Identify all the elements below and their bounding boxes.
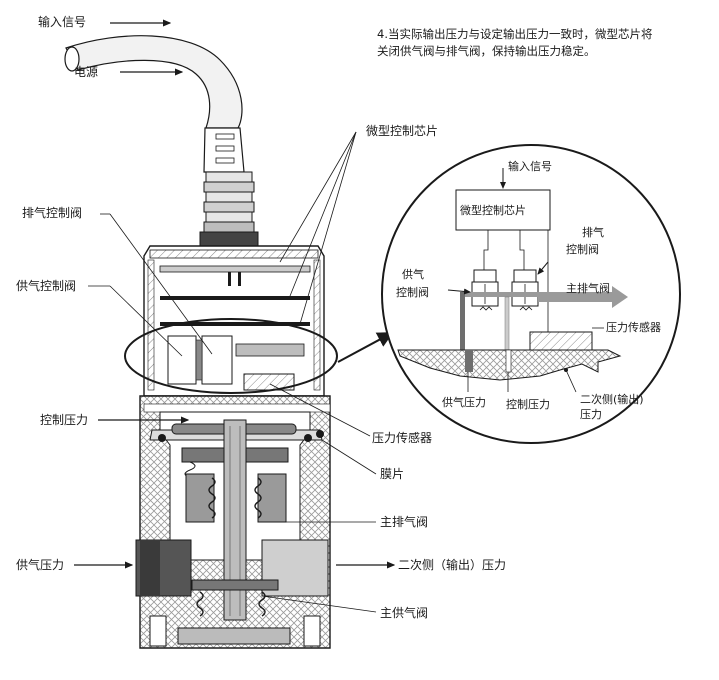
label-main-supply-valve: 主供气阀	[380, 606, 429, 620]
leader-lines	[74, 19, 396, 613]
highlight-ellipse	[124, 318, 338, 394]
lower-body	[135, 395, 331, 649]
detail-label-exhaust-1: 排气	[582, 226, 604, 239]
note-line-2: 关闭供气阀与排气阀，保持输出压力稳定。	[377, 44, 596, 58]
upper-housing	[143, 245, 325, 397]
detail-label-supply-2: 控制阀	[396, 286, 429, 299]
label-supply-control-valve: 供气控制阀	[16, 279, 77, 293]
label-diaphragm: 膜片	[380, 467, 405, 481]
explanation-note: 4.当实际输出压力与设定输出压力一致时，微型芯片将 关闭供气阀与排气阀，保持输出…	[377, 26, 697, 60]
label-secondary-output-pressure: 二次侧（输出）压力	[398, 558, 507, 572]
detail-label-supply-1: 供气	[402, 268, 424, 281]
detail-label-micro-chip: 微型控制芯片	[460, 204, 526, 217]
detail-label-supply-pressure: 供气压力	[442, 396, 486, 409]
label-control-pressure: 控制压力	[40, 413, 89, 427]
detail-label-pressure-sensor: 压力传感器	[606, 321, 661, 334]
detail-label-control-pressure: 控制压力	[506, 398, 550, 411]
detail-label-input-signal: 输入信号	[508, 160, 552, 173]
detail-label-secondary-2: 压力	[580, 408, 602, 421]
detail-label-main-exhaust: 主排气阀	[566, 282, 610, 295]
label-input-signal: 输入信号	[38, 15, 87, 29]
label-main-exhaust-valve: 主排气阀	[380, 515, 429, 529]
note-line-1: 4.当实际输出压力与设定输出压力一致时，微型芯片将	[377, 27, 653, 41]
detail-view	[381, 144, 681, 444]
label-supply-pressure: 供气压力	[16, 558, 65, 572]
label-micro-chip: 微型控制芯片	[366, 124, 439, 138]
label-power: 电源	[74, 65, 99, 79]
detail-label-exhaust-2: 控制阀	[566, 243, 599, 256]
label-exhaust-control-valve: 排气控制阀	[22, 206, 83, 220]
detail-label-secondary-1: 二次侧(输出)	[580, 393, 644, 406]
cable	[64, 35, 259, 247]
zoom-arrow	[337, 332, 394, 363]
label-pressure-sensor: 压力传感器	[372, 431, 433, 445]
